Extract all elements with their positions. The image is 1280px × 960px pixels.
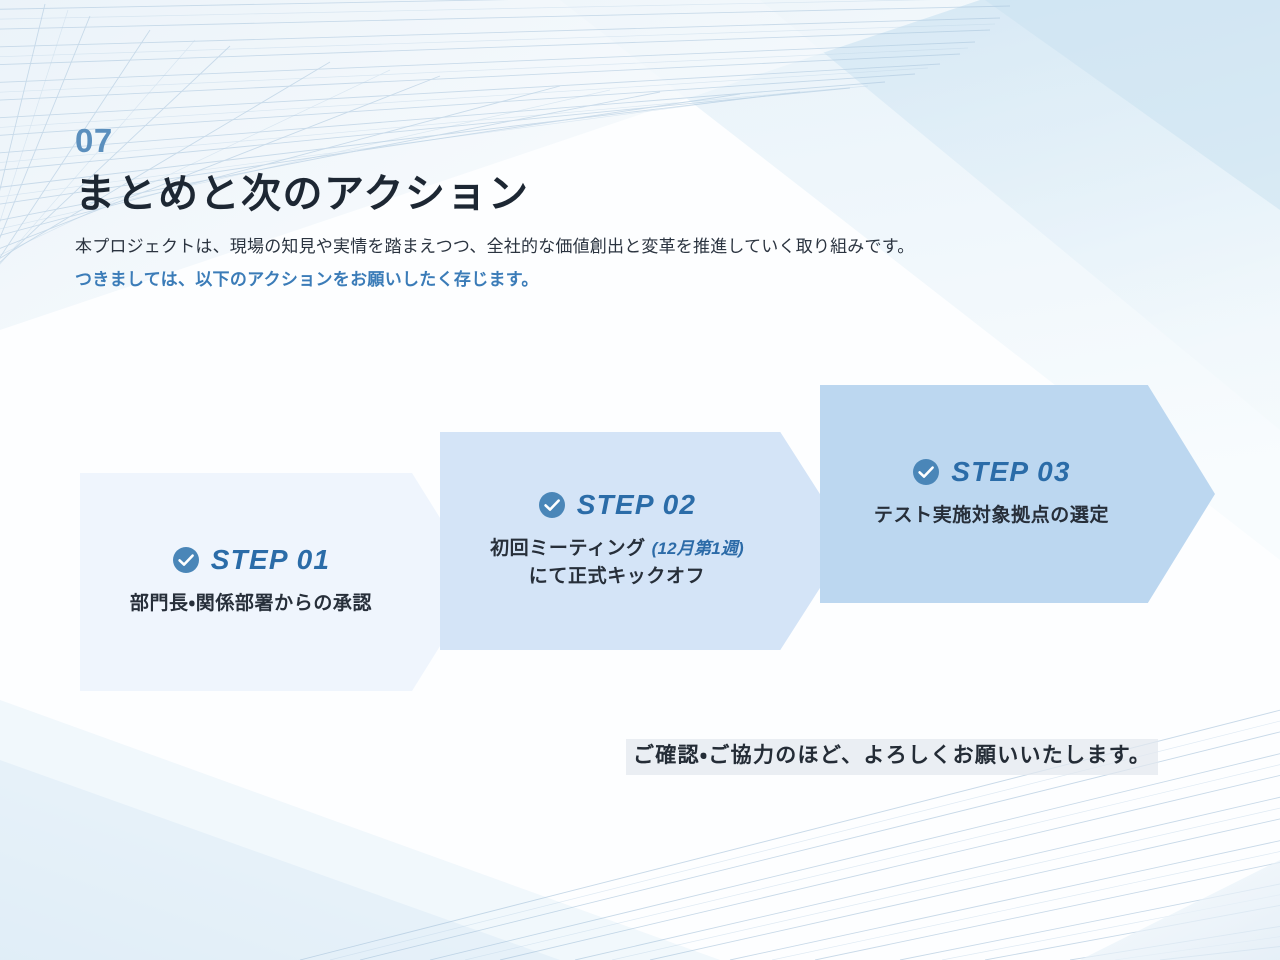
check-circle-icon [913,459,940,486]
step-01-heading: STEP 01 [172,546,330,574]
section-number: 07 [75,122,113,159]
step-03-desc-line1: テスト実施対象拠点の選定 [873,505,1110,527]
slide-header: 07 まとめと次のアクション 本プロジェクトは、現場の知見や実情を踏まえつつ、全… [75,124,1075,299]
step-01-label: STEP 01 [210,544,331,576]
step-02-description: 初回ミーティング (12月第1週) にて正式キックオフ [490,535,744,590]
lead-paragraph-1: 本プロジェクトは、現場の知見や実情を踏まえつつ、全社的な価値創出と変革を推進して… [75,237,915,256]
lead-paragraph-2: つきましては、以下のアクションをお願いしたく存じます。 [75,270,539,290]
check-circle-icon [538,492,565,519]
step-01-desc-line1: 部門長・関係部署からの承認 [129,593,373,615]
step-02-label: STEP 02 [576,489,697,521]
step-02-desc-line1: 初回ミーティング [490,538,652,560]
step-card-03[interactable]: STEP 03 テスト実施対象拠点の選定 [820,385,1215,603]
step-card-02[interactable]: STEP 02 初回ミーティング (12月第1週) にて正式キックオフ [440,432,850,650]
step-03-label: STEP 03 [951,456,1071,488]
step-02-desc-line2: にて正式キックオフ [528,566,706,587]
step-03-heading: STEP 03 [912,458,1070,486]
step-02-desc-note: (12月第1週) [651,539,744,559]
step-03-description: テスト実施対象拠点の選定 [874,502,1109,530]
page-title: まとめと次のアクション [75,172,530,216]
closing-statement: ご確認・ご協力のほど、よろしくお願いいたします。 [626,739,1159,776]
step-card-01[interactable]: STEP 01 部門長・関係部署からの承認 [80,473,480,691]
step-01-description: 部門長・関係部署からの承認 [130,590,372,618]
step-02-desc-row1: 初回ミーティング (12月第1週) [490,535,744,563]
step-02-heading: STEP 02 [538,491,696,519]
check-circle-icon [172,547,199,574]
